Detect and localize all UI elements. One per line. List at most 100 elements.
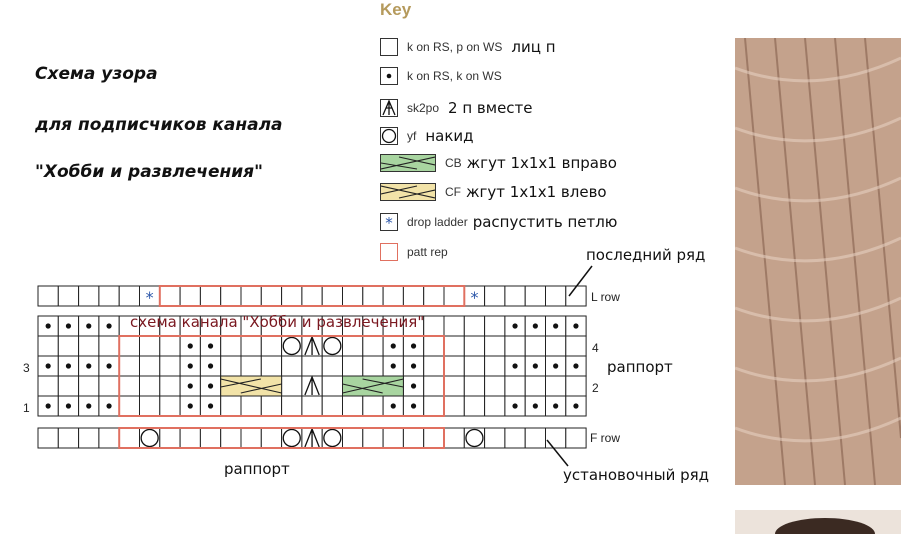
annotation-repeat-right: раппорт bbox=[607, 358, 673, 376]
purl-dot bbox=[390, 343, 396, 349]
repeat-box-f-row bbox=[118, 427, 445, 449]
key-ru-label: накид bbox=[425, 127, 474, 145]
key-item-patt-rep: patt rep bbox=[380, 242, 448, 262]
key-ru-label: жгут 1х1х1 вправо bbox=[466, 154, 617, 172]
cable-right-mark-lines bbox=[342, 378, 404, 394]
sk2po-icon bbox=[380, 99, 398, 117]
key-item-drop-ladder: * drop ladder распустить петлю bbox=[380, 212, 617, 232]
row-label-3: 3 bbox=[23, 361, 30, 375]
repeat-box-icon bbox=[380, 243, 398, 261]
yarn-over-icon bbox=[380, 127, 398, 145]
annotation-last-row: последний ряд bbox=[586, 246, 706, 264]
title-line-1: Схема узора bbox=[35, 64, 158, 84]
purl-dot bbox=[410, 363, 417, 369]
dot-icon bbox=[380, 67, 398, 85]
purl-dot bbox=[65, 363, 72, 369]
key-item-purl: k on RS, k on WS bbox=[380, 66, 502, 86]
purl-dot bbox=[45, 323, 51, 329]
chart-cell bbox=[565, 427, 587, 449]
purl-dot bbox=[187, 343, 193, 349]
arrow-setup-row bbox=[546, 439, 569, 467]
purl-dot bbox=[86, 363, 92, 369]
sk2po-mark bbox=[304, 375, 320, 396]
purl-dot bbox=[390, 403, 396, 409]
purl-dot bbox=[553, 403, 559, 409]
purl-dot bbox=[512, 323, 518, 329]
row-label-f: F row bbox=[590, 431, 620, 445]
key-item-knit: k on RS, p on WS лиц п bbox=[380, 37, 556, 57]
cable-left-mark-lines bbox=[220, 378, 282, 394]
purl-dot bbox=[86, 323, 92, 329]
purl-dot bbox=[532, 363, 538, 369]
purl-dot bbox=[573, 363, 579, 369]
purl-dot bbox=[106, 363, 112, 369]
drop-ladder-mark: * bbox=[470, 288, 478, 307]
row-label-l: L row bbox=[591, 290, 620, 304]
key-en-label: CF bbox=[445, 185, 461, 199]
purl-dot bbox=[106, 323, 112, 329]
purl-dot bbox=[65, 323, 72, 329]
purl-dot bbox=[65, 403, 72, 409]
key-ru-label: распустить петлю bbox=[472, 213, 618, 231]
purl-dot bbox=[573, 403, 579, 409]
key-en-label: sk2po bbox=[407, 101, 440, 115]
key-ru-label: 2 п вместе bbox=[448, 99, 533, 117]
purl-dot bbox=[207, 343, 214, 349]
purl-dot bbox=[45, 403, 51, 409]
arrow-last-row bbox=[568, 265, 593, 297]
purl-dot bbox=[410, 383, 417, 389]
row-label-2: 2 bbox=[592, 381, 599, 395]
star-icon: * bbox=[380, 213, 398, 231]
key-en-label: yf bbox=[407, 129, 417, 143]
yarn-over-mark bbox=[465, 428, 484, 448]
annotation-repeat-bottom: раппорт bbox=[224, 460, 290, 478]
cable-left-icon bbox=[380, 183, 436, 201]
purl-dot bbox=[512, 403, 518, 409]
key-heading: Key bbox=[380, 0, 412, 19]
model-photo bbox=[735, 510, 901, 534]
yarn-over-mark bbox=[140, 428, 159, 448]
empty-square-icon bbox=[380, 38, 398, 56]
purl-dot bbox=[106, 403, 112, 409]
title-line-3: "Хобби и развлечения" bbox=[35, 162, 263, 182]
purl-dot bbox=[532, 403, 538, 409]
purl-dot bbox=[573, 323, 579, 329]
yarn-over-mark bbox=[323, 336, 342, 356]
drop-ladder-mark: * bbox=[146, 288, 154, 307]
purl-dot bbox=[410, 403, 417, 409]
key-item-yf: yf накид bbox=[380, 126, 474, 146]
row-label-4: 4 bbox=[592, 341, 599, 355]
purl-dot bbox=[207, 383, 214, 389]
knitted-fabric-photo bbox=[735, 38, 901, 485]
key-en-label: patt rep bbox=[407, 245, 448, 259]
purl-dot bbox=[86, 403, 92, 409]
purl-dot bbox=[207, 363, 214, 369]
purl-dot bbox=[512, 363, 518, 369]
key-en-label: drop ladder bbox=[407, 215, 468, 229]
chart-overlay-text: схема канала "Хобби и развлечения" bbox=[130, 313, 425, 331]
cable-right-icon bbox=[380, 154, 436, 172]
row-label-1: 1 bbox=[23, 401, 30, 415]
yarn-over-mark bbox=[323, 428, 342, 448]
key-item-cb: CB жгут 1х1х1 вправо bbox=[380, 153, 617, 173]
key-en-label: k on RS, p on WS bbox=[407, 40, 503, 54]
purl-dot bbox=[390, 363, 396, 369]
svg-text:*: * bbox=[385, 214, 393, 230]
key-ru-label: жгут 1х1х1 влево bbox=[466, 183, 607, 201]
key-item-cf: CF жгут 1х1х1 влево bbox=[380, 182, 607, 202]
purl-dot bbox=[187, 403, 193, 409]
purl-dot bbox=[207, 403, 214, 409]
purl-dot bbox=[532, 323, 538, 329]
yarn-over-mark bbox=[282, 428, 301, 448]
repeat-box-pattern bbox=[118, 335, 445, 417]
key-en-label: k on RS, k on WS bbox=[407, 69, 502, 83]
purl-dot bbox=[187, 363, 193, 369]
title-line-2: для подписчиков канала bbox=[35, 115, 283, 135]
purl-dot bbox=[410, 343, 417, 349]
purl-dot bbox=[553, 363, 559, 369]
annotation-setup-row: установочный ряд bbox=[563, 466, 710, 484]
key-en-label: CB bbox=[445, 156, 462, 170]
repeat-box-l-row bbox=[158, 285, 466, 307]
